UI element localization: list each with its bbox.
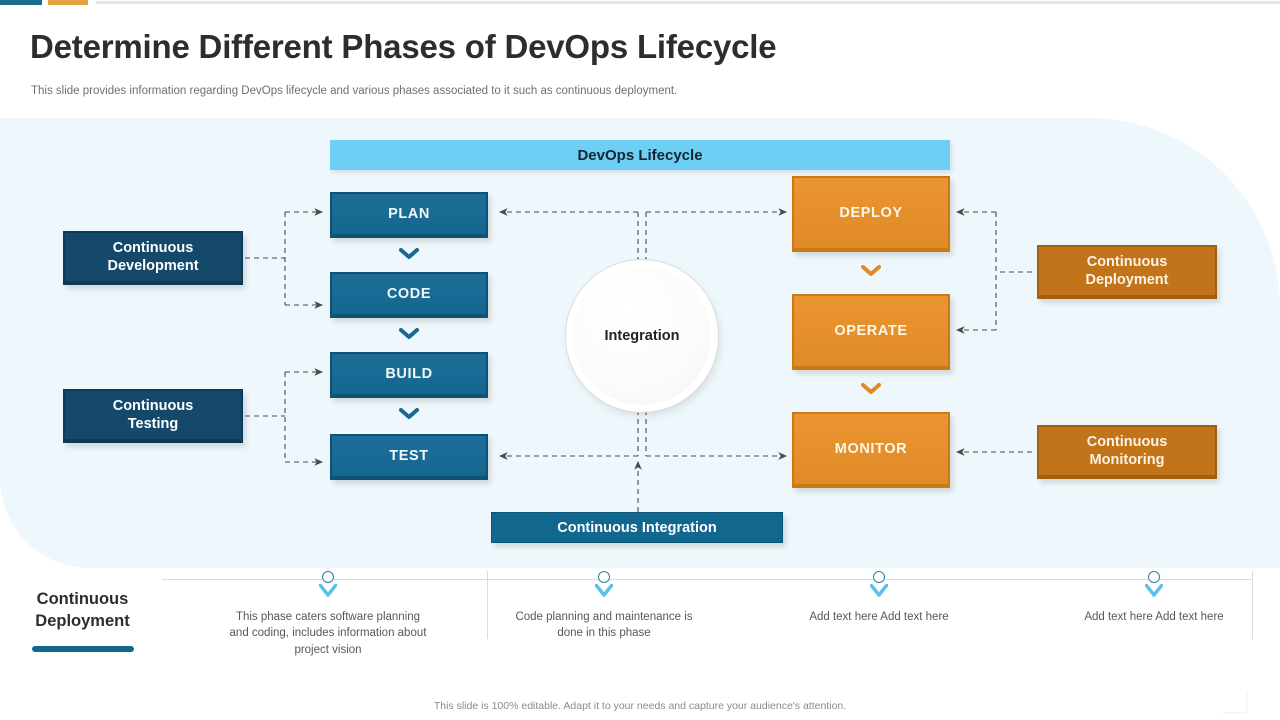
chevron-down-icon-deploy-operate: [861, 265, 881, 277]
stage-box-test[interactable]: TEST: [330, 434, 488, 480]
stage-box-operate[interactable]: OPERATE: [792, 294, 950, 370]
label-line-1: Continuous: [1086, 433, 1168, 450]
stage-box-monitor[interactable]: MONITOR: [792, 412, 950, 488]
accent-bar-teal: [0, 0, 42, 5]
timeline-title-line-2: Deployment: [35, 612, 130, 631]
label-line-2: Development: [107, 258, 199, 274]
page-subtitle: This slide provides information regardin…: [31, 85, 678, 97]
label-line-1: Continuous: [112, 239, 194, 256]
stage-box-code[interactable]: CODE: [330, 272, 488, 318]
chevron-down-icon-timeline-1: [318, 583, 338, 602]
accent-bar-grey: [96, 1, 1280, 4]
chevron-down-icon-timeline-2: [594, 583, 614, 602]
chevron-down-icon-timeline-4: [1144, 583, 1164, 602]
footer-note: This slide is 100% editable. Adapt it to…: [433, 700, 847, 712]
timeline-text-1: This phase caters software planning and …: [229, 611, 427, 656]
label-line-1: Continuous: [112, 397, 194, 414]
chevron-down-icon-code-build: [399, 328, 419, 340]
timeline-axis: [162, 579, 1252, 580]
label-continuous-development[interactable]: Continuous Development: [63, 231, 243, 285]
timeline-divider-end: [1252, 571, 1253, 639]
accent-bar-orange: [48, 0, 88, 5]
timeline-marker-icon: [1148, 571, 1160, 583]
label-continuous-deployment[interactable]: Continuous Deployment: [1037, 245, 1217, 299]
integration-node[interactable]: Integration: [566, 260, 718, 412]
label-line-2: Deployment: [1085, 272, 1169, 288]
timeline-divider-1: [487, 571, 488, 639]
timeline-marker-icon: [873, 571, 885, 583]
label-continuous-monitoring[interactable]: Continuous Monitoring: [1037, 425, 1217, 479]
chevron-down-icon-timeline-3: [869, 583, 889, 602]
chevron-down-icon-plan-code: [399, 248, 419, 260]
label-line-2: Testing: [127, 416, 179, 432]
timeline-text-3: Add text here Add text here: [809, 611, 949, 623]
timeline-title-underline: [32, 646, 134, 652]
label-continuous-testing[interactable]: Continuous Testing: [63, 389, 243, 443]
stage-box-build[interactable]: BUILD: [330, 352, 488, 398]
top-accent-bar: [0, 0, 1280, 6]
timeline-marker-icon: [598, 571, 610, 583]
label-line-2: Monitoring: [1089, 452, 1165, 468]
label-line-1: Continuous: [1086, 253, 1168, 270]
chevron-down-icon-operate-monitor: [861, 383, 881, 395]
stage-box-plan[interactable]: PLAN: [330, 192, 488, 238]
timeline-text-4: Add text here Add text here: [1084, 611, 1224, 623]
stage-box-deploy[interactable]: DEPLOY: [792, 176, 950, 252]
timeline-title: Continuous Deployment: [20, 588, 145, 633]
corner-badge: [1222, 690, 1246, 712]
timeline-marker-icon: [322, 571, 334, 583]
timeline-text-2: Code planning and maintenance is done in…: [515, 611, 693, 640]
continuous-integration-bar[interactable]: Continuous Integration: [491, 512, 783, 543]
timeline-title-line-1: Continuous: [36, 590, 129, 608]
devops-lifecycle-banner: DevOps Lifecycle: [330, 140, 950, 170]
page-title: Determine Different Phases of DevOps Lif…: [30, 28, 777, 65]
chevron-down-icon-build-test: [399, 408, 419, 420]
